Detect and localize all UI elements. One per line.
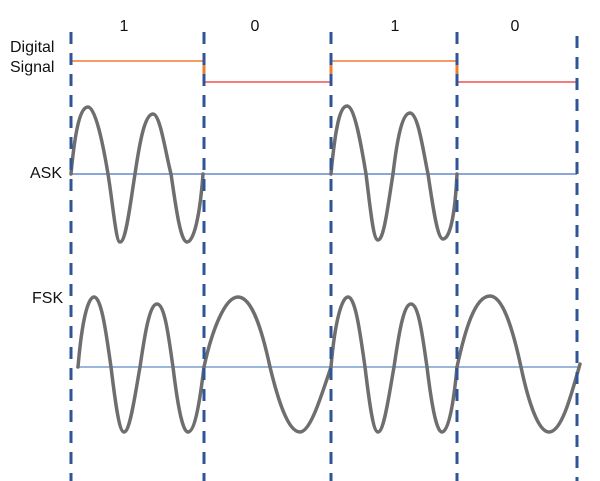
bit-label-1: 1	[119, 18, 129, 35]
bit-dividers	[69, 32, 579, 481]
bit-label-2: 0	[250, 18, 260, 35]
digital-signal	[71, 60, 577, 83]
bit-label-4: 0	[510, 18, 520, 35]
digital-signal-label: Digital Signal	[10, 38, 54, 78]
fsk-label: FSK	[32, 290, 64, 307]
bit-label-3: 1	[390, 18, 400, 35]
digital-label-line2: Signal	[10, 59, 55, 76]
ask-waveform	[69, 104, 459, 244]
digital-label-line1: Digital	[10, 39, 55, 56]
fsk-waveform	[76, 294, 582, 434]
ask-label: ASK	[30, 165, 63, 182]
